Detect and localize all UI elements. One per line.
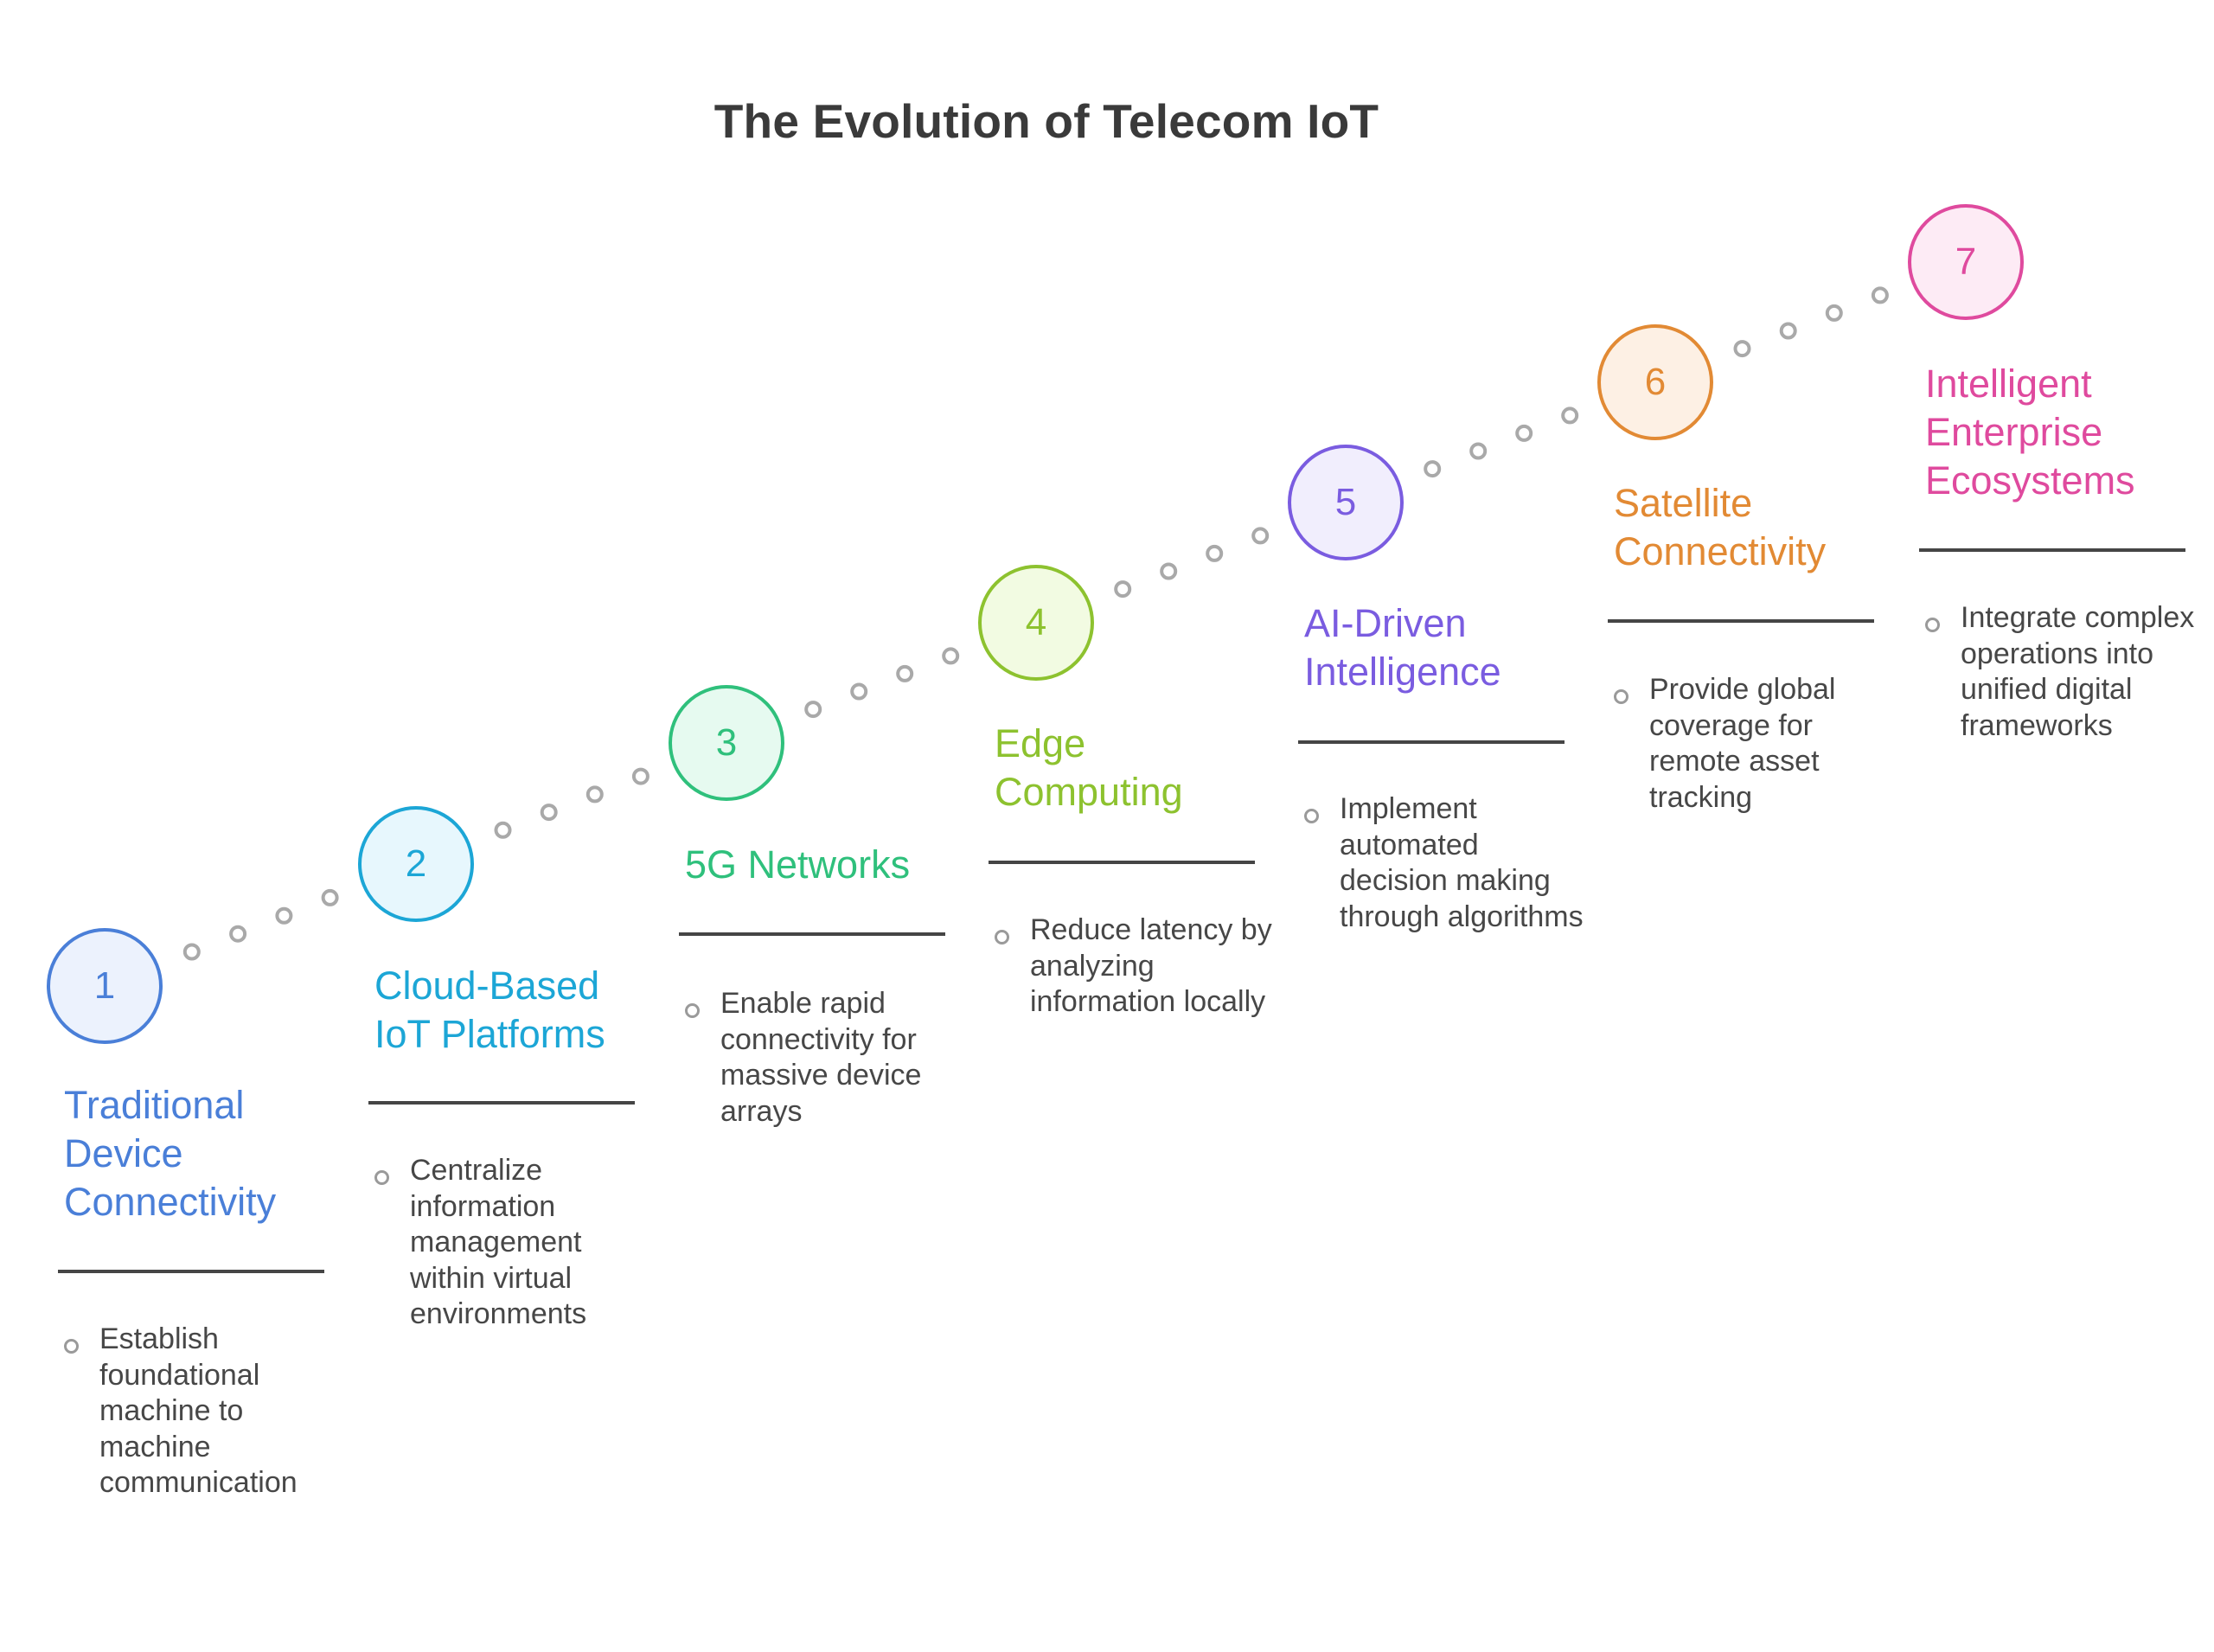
step-1-number-badge: 1 bbox=[47, 928, 163, 1044]
step-2-number-badge: 2 bbox=[358, 806, 474, 922]
step-6-title-line-2: Connectivity bbox=[1614, 529, 1827, 573]
step-4-number: 4 bbox=[1025, 601, 1047, 644]
step-3-bullet-icon bbox=[685, 1003, 700, 1018]
step-1-bullet-icon bbox=[64, 1339, 79, 1354]
step-3-title: 5G Networks bbox=[685, 841, 962, 889]
connector-dot bbox=[942, 647, 960, 665]
connector-dot bbox=[1114, 580, 1132, 599]
step-7-title-line-2: Enterprise bbox=[1925, 410, 2103, 454]
connector-dot bbox=[804, 701, 822, 719]
step-7-title-line-1: Intelligent bbox=[1925, 362, 2092, 406]
step-6-description: Provide global coverage for remote asset… bbox=[1649, 673, 1836, 814]
step-1-number: 1 bbox=[93, 964, 116, 1007]
step-5-description: Implement automated decision making thro… bbox=[1340, 792, 1584, 933]
connector-dot bbox=[1515, 424, 1533, 442]
step-2-title-line-1: Cloud-Based bbox=[374, 964, 600, 1008]
step-3-number-badge: 3 bbox=[669, 685, 784, 801]
step-3-description: Enable rapid connectivity for massive de… bbox=[720, 987, 922, 1128]
connector-dot bbox=[1469, 442, 1488, 460]
step-4-title: Edge Computing bbox=[995, 720, 1271, 816]
step-7-description: Integrate complex operations into unifie… bbox=[1961, 601, 2195, 742]
page-title: The Evolution of Telecom IoT bbox=[713, 94, 1379, 148]
connector-dot bbox=[1160, 562, 1178, 580]
step-7-number: 7 bbox=[1955, 240, 1977, 283]
connector-dot bbox=[1825, 304, 1843, 322]
step-5-number: 5 bbox=[1334, 481, 1357, 523]
connector-dot bbox=[182, 943, 201, 961]
step-2-bullet-icon bbox=[374, 1170, 389, 1185]
connector-dot bbox=[896, 664, 914, 682]
step-1-title: Traditional Device Connectivity bbox=[64, 1081, 341, 1226]
step-3-title-line-1: 5G Networks bbox=[685, 842, 911, 887]
step-2-title: Cloud-Based IoT Platforms bbox=[374, 962, 651, 1059]
step-1-title-line-3: Connectivity bbox=[64, 1180, 277, 1224]
step-5-title-line-1: AI-Driven bbox=[1304, 601, 1467, 645]
step-5-title: AI-Driven Intelligence bbox=[1304, 599, 1581, 696]
connector-dot bbox=[321, 888, 339, 906]
connector-dot bbox=[494, 821, 512, 839]
step-6-divider bbox=[1608, 619, 1874, 623]
connector-dot bbox=[275, 906, 293, 925]
step-2-title-line-2: IoT Platforms bbox=[374, 1012, 605, 1056]
connector-dot bbox=[1206, 544, 1224, 562]
step-6-number: 6 bbox=[1644, 361, 1667, 403]
step-6-title: Satellite Connectivity bbox=[1614, 479, 1891, 576]
step-4-divider bbox=[989, 861, 1255, 864]
connector-dot bbox=[1733, 340, 1751, 358]
step-6-bullet-icon bbox=[1614, 689, 1629, 704]
step-7-title-line-3: Ecosystems bbox=[1925, 458, 2135, 503]
step-1-description: Establish foundational machine to machin… bbox=[99, 1322, 298, 1499]
step-4-bullet-icon bbox=[995, 930, 1009, 944]
step-6-number-badge: 6 bbox=[1597, 324, 1713, 440]
step-4-title-line-2: Computing bbox=[995, 770, 1183, 814]
connector-dot bbox=[850, 682, 868, 701]
step-4-title-line-1: Edge bbox=[995, 721, 1086, 765]
connector-dot bbox=[1424, 460, 1442, 478]
step-2-divider bbox=[368, 1101, 635, 1105]
step-7-title: Intelligent Enterprise Ecosystems bbox=[1925, 360, 2202, 505]
step-1-title-line-1: Traditional bbox=[64, 1083, 245, 1127]
step-4-description: Reduce latency by analyzing information … bbox=[1030, 913, 1272, 1018]
connector-dot bbox=[540, 804, 558, 822]
step-2-number: 2 bbox=[405, 842, 427, 885]
connector-dot bbox=[1871, 286, 1889, 304]
step-7-number-badge: 7 bbox=[1908, 204, 2024, 320]
connector-dot bbox=[1561, 407, 1579, 425]
step-7-bullet-icon bbox=[1925, 618, 1940, 632]
connector-dot bbox=[1779, 322, 1797, 340]
connector-dot bbox=[585, 785, 604, 804]
step-5-divider bbox=[1298, 740, 1565, 744]
connector-dot bbox=[1251, 527, 1270, 545]
step-1-divider bbox=[58, 1270, 324, 1273]
connector-dot bbox=[631, 767, 649, 785]
step-3-number: 3 bbox=[715, 721, 738, 764]
step-1-title-line-2: Device bbox=[64, 1131, 183, 1175]
step-5-title-line-2: Intelligence bbox=[1304, 650, 1501, 694]
step-4-number-badge: 4 bbox=[978, 565, 1094, 681]
step-3-divider bbox=[679, 932, 945, 936]
step-5-number-badge: 5 bbox=[1288, 445, 1404, 560]
step-6-title-line-1: Satellite bbox=[1614, 481, 1753, 525]
step-2-description: Centralize information management within… bbox=[410, 1154, 587, 1330]
step-5-bullet-icon bbox=[1304, 809, 1319, 823]
connector-dot bbox=[229, 925, 247, 943]
step-7-divider bbox=[1919, 548, 2185, 552]
